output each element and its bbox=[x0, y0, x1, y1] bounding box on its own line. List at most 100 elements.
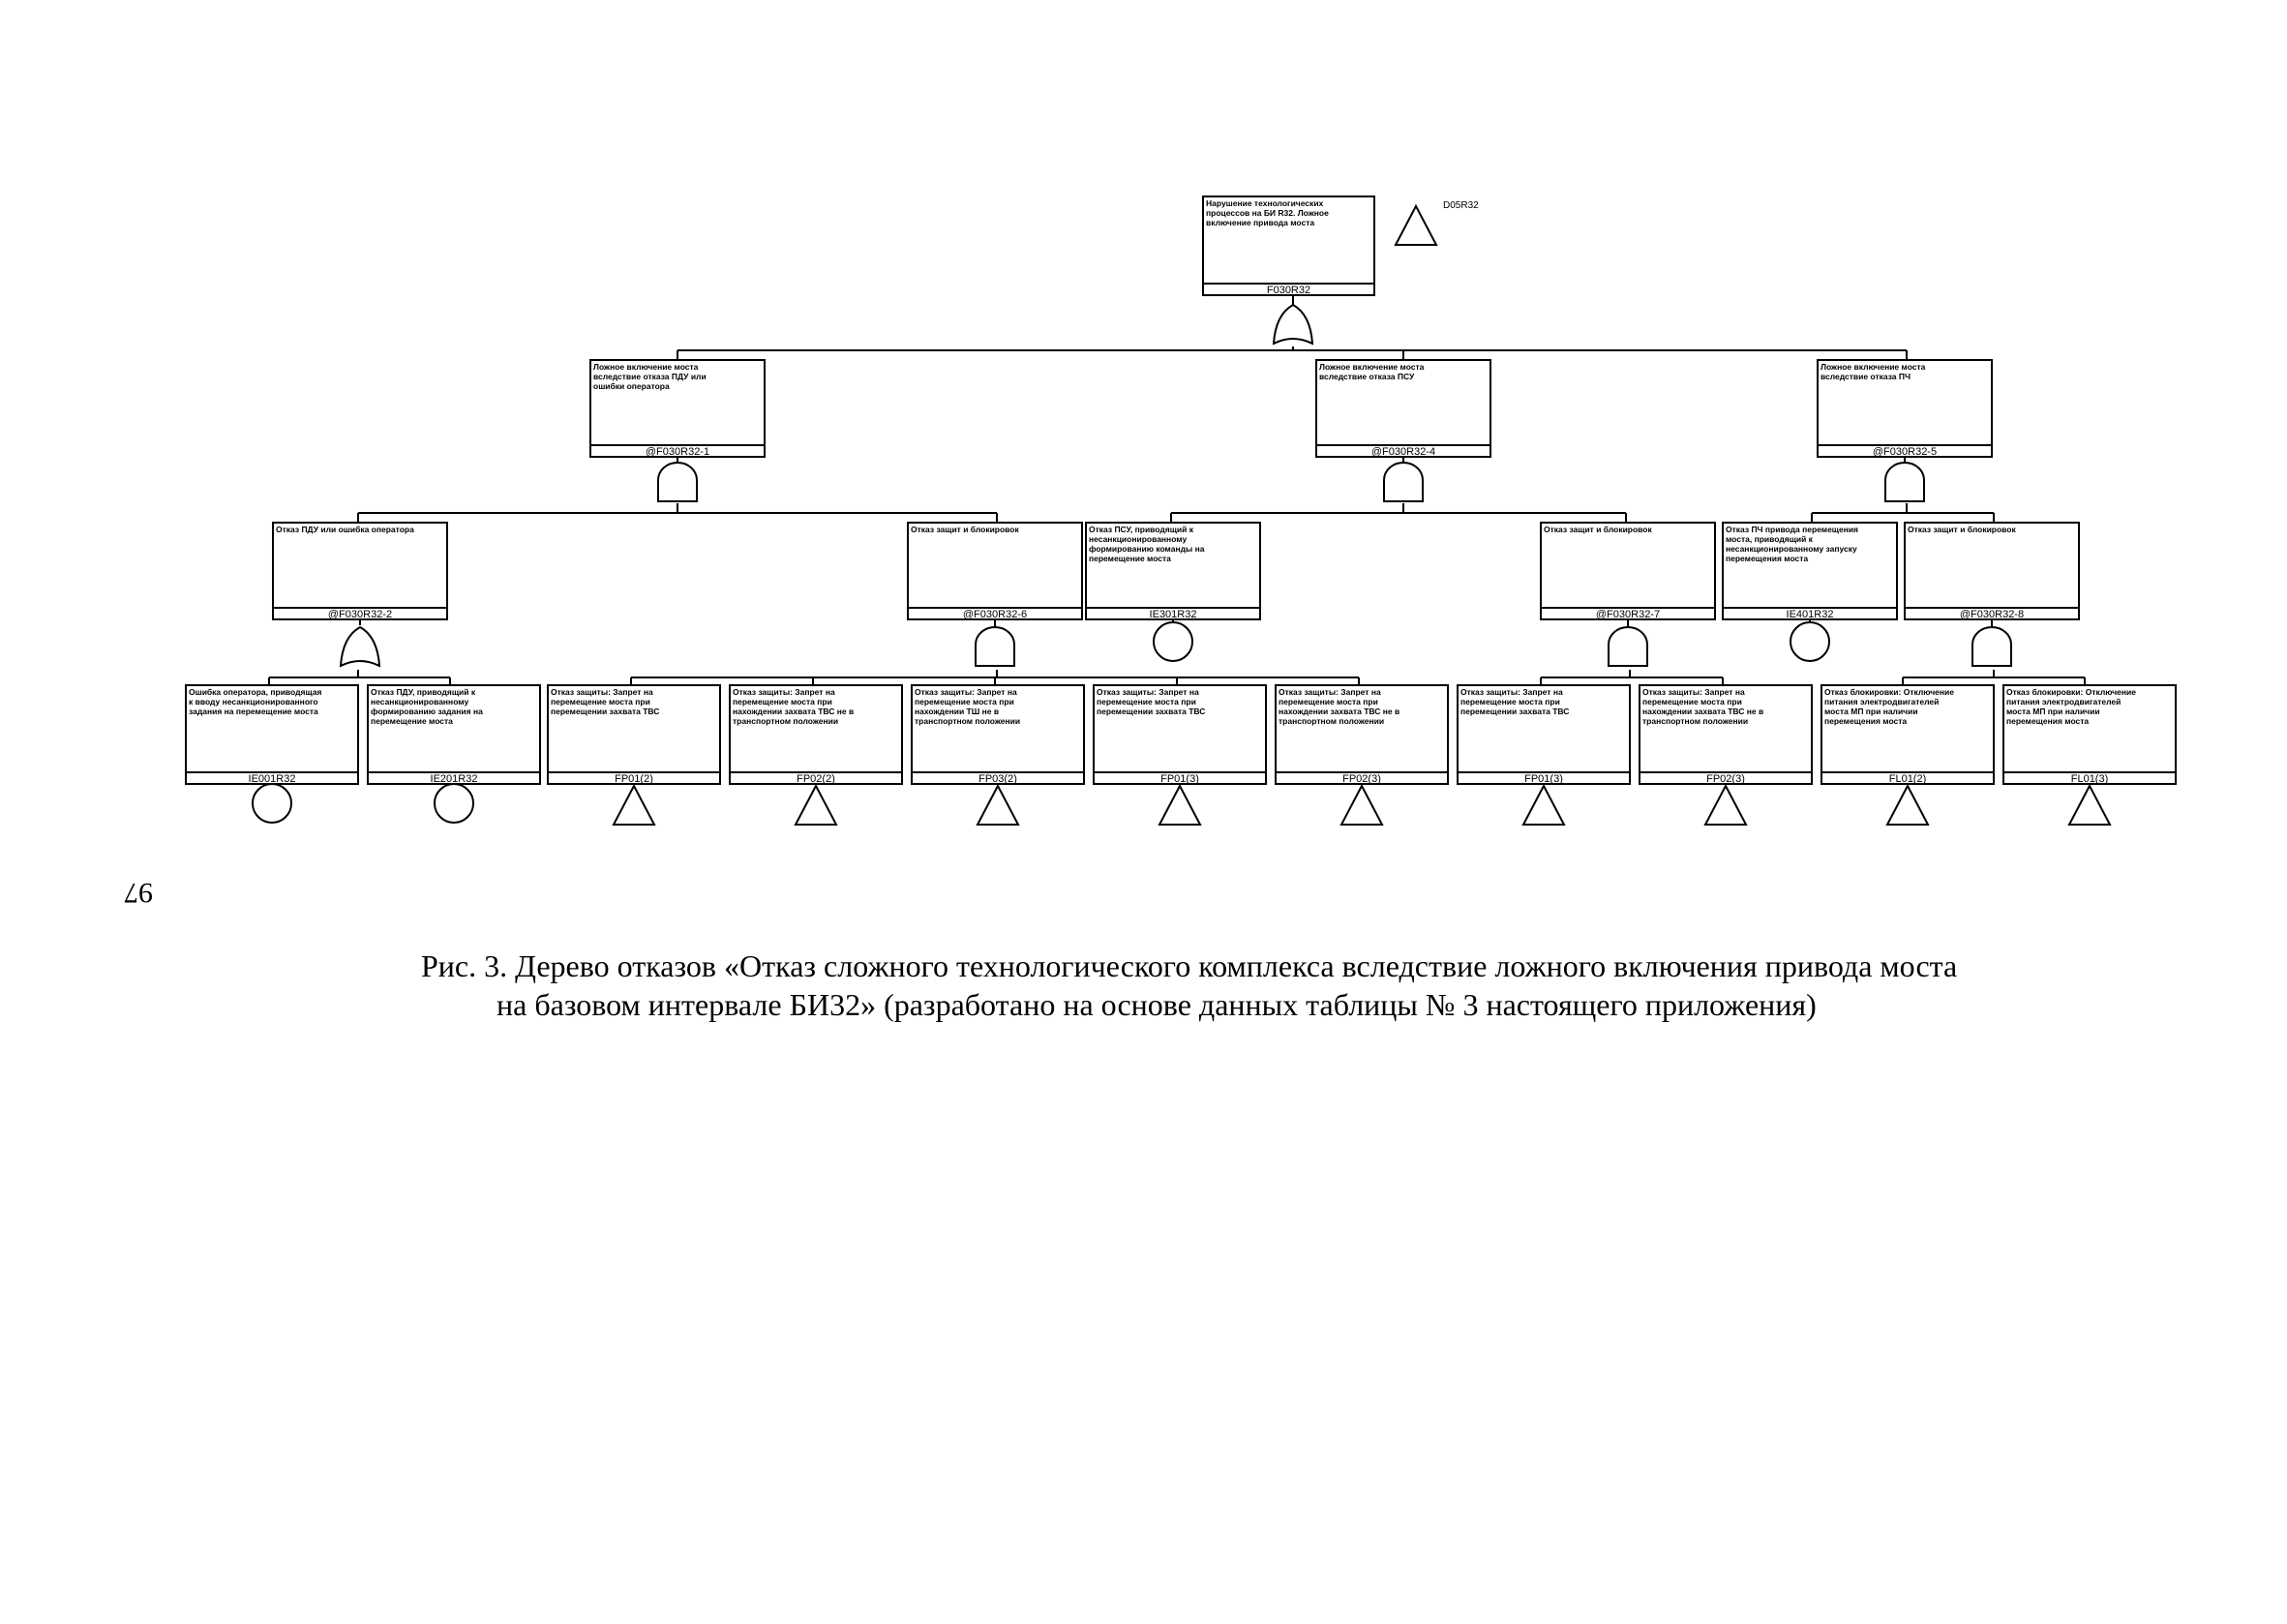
intermediate-event-box-description-line: Отказ ПЧ привода перемещения bbox=[1726, 525, 1858, 534]
transfer-label: D05R32 bbox=[1443, 200, 1479, 211]
basic-event-box-description-line: формированию задания на bbox=[371, 707, 483, 716]
or-gate-icon bbox=[1272, 303, 1314, 346]
intermediate-event-box-description-line: формированию команды на bbox=[1089, 544, 1205, 554]
intermediate-event-box-id: @F030R32-8 bbox=[1960, 609, 2024, 620]
basic-event-box-id: FP01(3) bbox=[1524, 773, 1563, 785]
top-event-box-frame bbox=[1202, 195, 1375, 296]
basic-event-box-id: IE001R32 bbox=[249, 773, 296, 785]
intermediate-event-box-id: @F030R32-4 bbox=[1371, 446, 1435, 458]
intermediate-event-box-description-line: ошибки оператора bbox=[593, 381, 670, 391]
basic-event-box-frame bbox=[367, 684, 541, 785]
intermediate-event-box-description-line: несанкционированному bbox=[1089, 534, 1187, 544]
intermediate-event-box-frame bbox=[589, 359, 766, 458]
basic-event-box-id: FP02(2) bbox=[797, 773, 835, 785]
intermediate-event-box: Отказ защит и блокировок@F030R32-6 bbox=[907, 522, 1083, 620]
basic-event-box-description-line: нахождении захвата ТВС не в bbox=[733, 707, 854, 716]
intermediate-event-box-description-line: вследствие отказа ПЧ bbox=[1821, 372, 1911, 381]
intermediate-event-box-frame bbox=[272, 522, 448, 620]
basic-event-box-description-line: к вводу несанкционированного bbox=[189, 697, 318, 707]
and-gate-icon bbox=[1608, 626, 1648, 667]
basic-event-box-description-line: перемещении захвата ТВС bbox=[1460, 707, 1569, 716]
top-event-box-description-line: процессов на БИ R32. Ложное bbox=[1206, 208, 1329, 218]
intermediate-event-box-description-line: вследствие отказа ПДУ или bbox=[593, 372, 707, 381]
intermediate-event-box-id: @F030R32-6 bbox=[963, 609, 1027, 620]
and-gate-icon bbox=[1971, 626, 2012, 667]
transfer-triangle-icon bbox=[1158, 783, 1202, 826]
and-gate-icon bbox=[975, 626, 1015, 667]
intermediate-event-box-description-line: перемещение моста bbox=[1089, 554, 1171, 563]
basic-event-box-description-line: перемещение моста при bbox=[1642, 697, 1742, 707]
intermediate-event-box-id: @F030R32-7 bbox=[1596, 609, 1660, 620]
basic-event-box-description-line: питания электродвигателей bbox=[1824, 697, 1939, 707]
basic-event-box-id: IE201R32 bbox=[431, 773, 478, 785]
basic-event-box-description-line: Отказ защиты: Запрет на bbox=[1097, 687, 1199, 697]
basic-event-box-description-line: транспортном положении bbox=[1279, 716, 1384, 726]
basic-event-circle-icon bbox=[1153, 621, 1193, 662]
basic-event-box-description-line: питания электродвигателей bbox=[2006, 697, 2121, 707]
basic-event-box-description-line: перемещение моста bbox=[371, 716, 453, 726]
and-gate-icon bbox=[1383, 462, 1424, 502]
basic-event-box-description-line: перемещение моста при bbox=[551, 697, 650, 707]
basic-event-box-id: FL01(3) bbox=[2071, 773, 2109, 785]
basic-event-box-description-line: задания на перемещение моста bbox=[189, 707, 318, 716]
basic-event-box-description-line: Отказ защиты: Запрет на bbox=[915, 687, 1017, 697]
basic-event-box-frame bbox=[185, 684, 359, 785]
intermediate-event-box-id: @F030R32-5 bbox=[1873, 446, 1937, 458]
basic-event-box-description-line: перемещение моста при bbox=[1279, 697, 1378, 707]
transfer-triangle-icon bbox=[794, 783, 838, 826]
basic-event-box-id: FP02(3) bbox=[1342, 773, 1381, 785]
intermediate-event-box-description-line: перемещения моста bbox=[1726, 554, 1808, 563]
basic-event-box-frame bbox=[1275, 684, 1449, 785]
intermediate-event-box-frame bbox=[907, 522, 1083, 620]
intermediate-event-box-description-line: вследствие отказа ПСУ bbox=[1319, 372, 1415, 381]
intermediate-event-box-id: IE301R32 bbox=[1150, 609, 1197, 620]
intermediate-event-box-frame bbox=[1085, 522, 1261, 620]
intermediate-event-box-frame bbox=[1315, 359, 1491, 458]
intermediate-event-box-id: @F030R32-2 bbox=[328, 609, 392, 620]
intermediate-event-box-description-line: моста, приводящий к bbox=[1726, 534, 1814, 544]
basic-event-box-description-line: перемещении захвата ТВС bbox=[1097, 707, 1205, 716]
basic-event-box-description-line: перемещении захвата ТВС bbox=[551, 707, 659, 716]
basic-event-box-frame bbox=[1639, 684, 1813, 785]
intermediate-event-box-description-line: Отказ защит и блокировок bbox=[1908, 525, 2016, 534]
basic-event-box-description-line: моста МП при наличии bbox=[2006, 707, 2100, 716]
intermediate-event-box-description-line: Отказ ПДУ или ошибка оператора bbox=[276, 525, 414, 534]
intermediate-event-box: Отказ защит и блокировок@F030R32-7 bbox=[1540, 522, 1716, 620]
basic-event-box-description-line: Отказ защиты: Запрет на bbox=[1460, 687, 1563, 697]
intermediate-event-box-description-line: Отказ ПСУ, приводящий к bbox=[1089, 525, 1194, 534]
intermediate-event-box-id: @F030R32-1 bbox=[646, 446, 709, 458]
intermediate-event-box-frame bbox=[1722, 522, 1898, 620]
transfer-triangle-icon bbox=[1521, 783, 1566, 826]
basic-event-box-description-line: перемещение моста при bbox=[1097, 697, 1196, 707]
basic-event-box-id: FP03(2) bbox=[978, 773, 1017, 785]
basic-event-box-description-line: нахождении захвата ТВС не в bbox=[1279, 707, 1399, 716]
intermediate-event-box: Отказ ПСУ, приводящий кнесанкционированн… bbox=[1085, 522, 1261, 620]
basic-event-box-description-line: Отказ защиты: Запрет на bbox=[733, 687, 835, 697]
transfer-triangle-icon bbox=[2067, 783, 2112, 826]
or-gate-icon bbox=[339, 625, 381, 668]
basic-event-box-frame bbox=[729, 684, 903, 785]
transfer-triangle-icon bbox=[976, 783, 1020, 826]
transfer-triangle-icon bbox=[1339, 783, 1384, 826]
basic-event-box-description-line: перемещение моста при bbox=[1460, 697, 1560, 707]
basic-event-box-id: FL01(2) bbox=[1889, 773, 1927, 785]
transfer-triangle-icon bbox=[612, 783, 656, 826]
intermediate-event-box-id: IE401R32 bbox=[1787, 609, 1834, 620]
basic-event-circle-icon bbox=[252, 783, 292, 824]
basic-event-box: Отказ ПДУ, приводящий кнесанкционированн… bbox=[367, 684, 541, 785]
intermediate-event-box-frame bbox=[1817, 359, 1993, 458]
intermediate-event-box-description-line: Ложное включение моста bbox=[1821, 362, 1926, 372]
caption-line-2: на базовом интервале БИ32» (разработано … bbox=[497, 987, 1817, 1022]
